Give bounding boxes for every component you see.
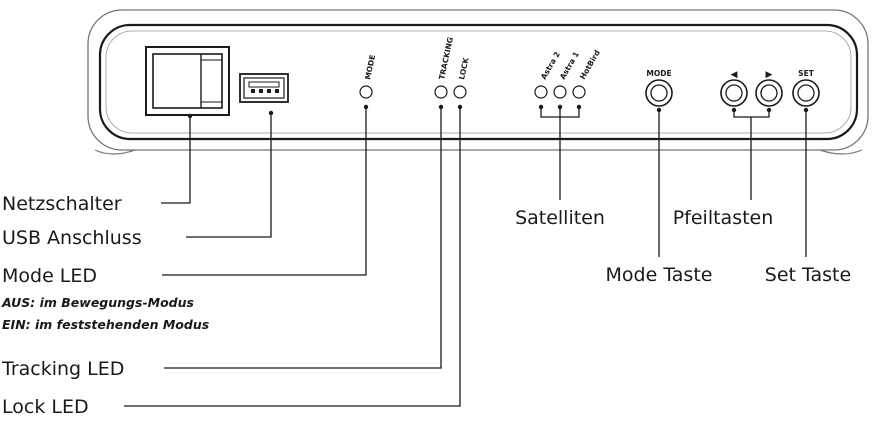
set-button-group[interactable]: SET (792, 69, 820, 107)
callout-pfeiltasten: Pfeiltasten (673, 207, 774, 229)
mode-led (359, 85, 373, 99)
mode-button-group[interactable]: MODE (645, 69, 673, 107)
mode-button-inner (650, 84, 668, 102)
right-arrow-button[interactable] (755, 79, 783, 107)
sat-led-hotbird (572, 85, 586, 99)
feet-left (94, 149, 136, 155)
callout-usb: USB Anschluss (2, 227, 142, 249)
set-button-label: SET (798, 69, 815, 78)
front-panel (98, 23, 859, 141)
line-satelliten (540, 107, 580, 200)
leader-lines (124, 104, 809, 407)
left-arrow-icon: ◀ (731, 70, 738, 80)
sat-led-astra1 (553, 85, 567, 99)
left-arrow-button[interactable] (720, 79, 748, 107)
sat-led-astra2 (534, 85, 548, 99)
line-lock-led (124, 107, 461, 407)
line-mode-led (162, 107, 367, 276)
callout-mode-led: Mode LED (2, 265, 97, 287)
callout-satelliten: Satelliten (515, 207, 605, 229)
set-button-inner (797, 84, 815, 102)
callout-netzschalter: Netzschalter (2, 193, 122, 215)
callout-lock-led: Lock LED (2, 396, 89, 418)
note-mode-led-on: EIN: im feststehenden Modus (2, 317, 209, 332)
arrow-buttons-group: ◀ ▶ (720, 70, 783, 107)
line-pfeiltasten (733, 110, 770, 200)
callouts: Netzschalter USB Anschluss Mode LED AUS:… (1, 193, 851, 418)
panel-inner-edge (105, 30, 852, 134)
mode-button-label: MODE (646, 69, 671, 78)
line-netzschalter (161, 116, 191, 204)
power-switch[interactable] (145, 46, 230, 116)
callout-tracking-led: Tracking LED (1, 358, 124, 380)
right-arrow-icon: ▶ (766, 70, 773, 80)
tracking-led (434, 85, 448, 99)
line-usb (186, 113, 272, 238)
note-mode-led-off: AUS: im Bewegungs-Modus (1, 295, 194, 310)
device-housing (87, 9, 869, 155)
line-tracking-led (164, 107, 442, 369)
lock-led (453, 85, 467, 99)
mode-led-group: MODE (359, 54, 377, 99)
callout-set-taste: Set Taste (765, 264, 851, 286)
usb-port[interactable] (239, 73, 289, 103)
callout-mode-taste: Mode Taste (606, 264, 713, 286)
feet-right (819, 149, 863, 155)
